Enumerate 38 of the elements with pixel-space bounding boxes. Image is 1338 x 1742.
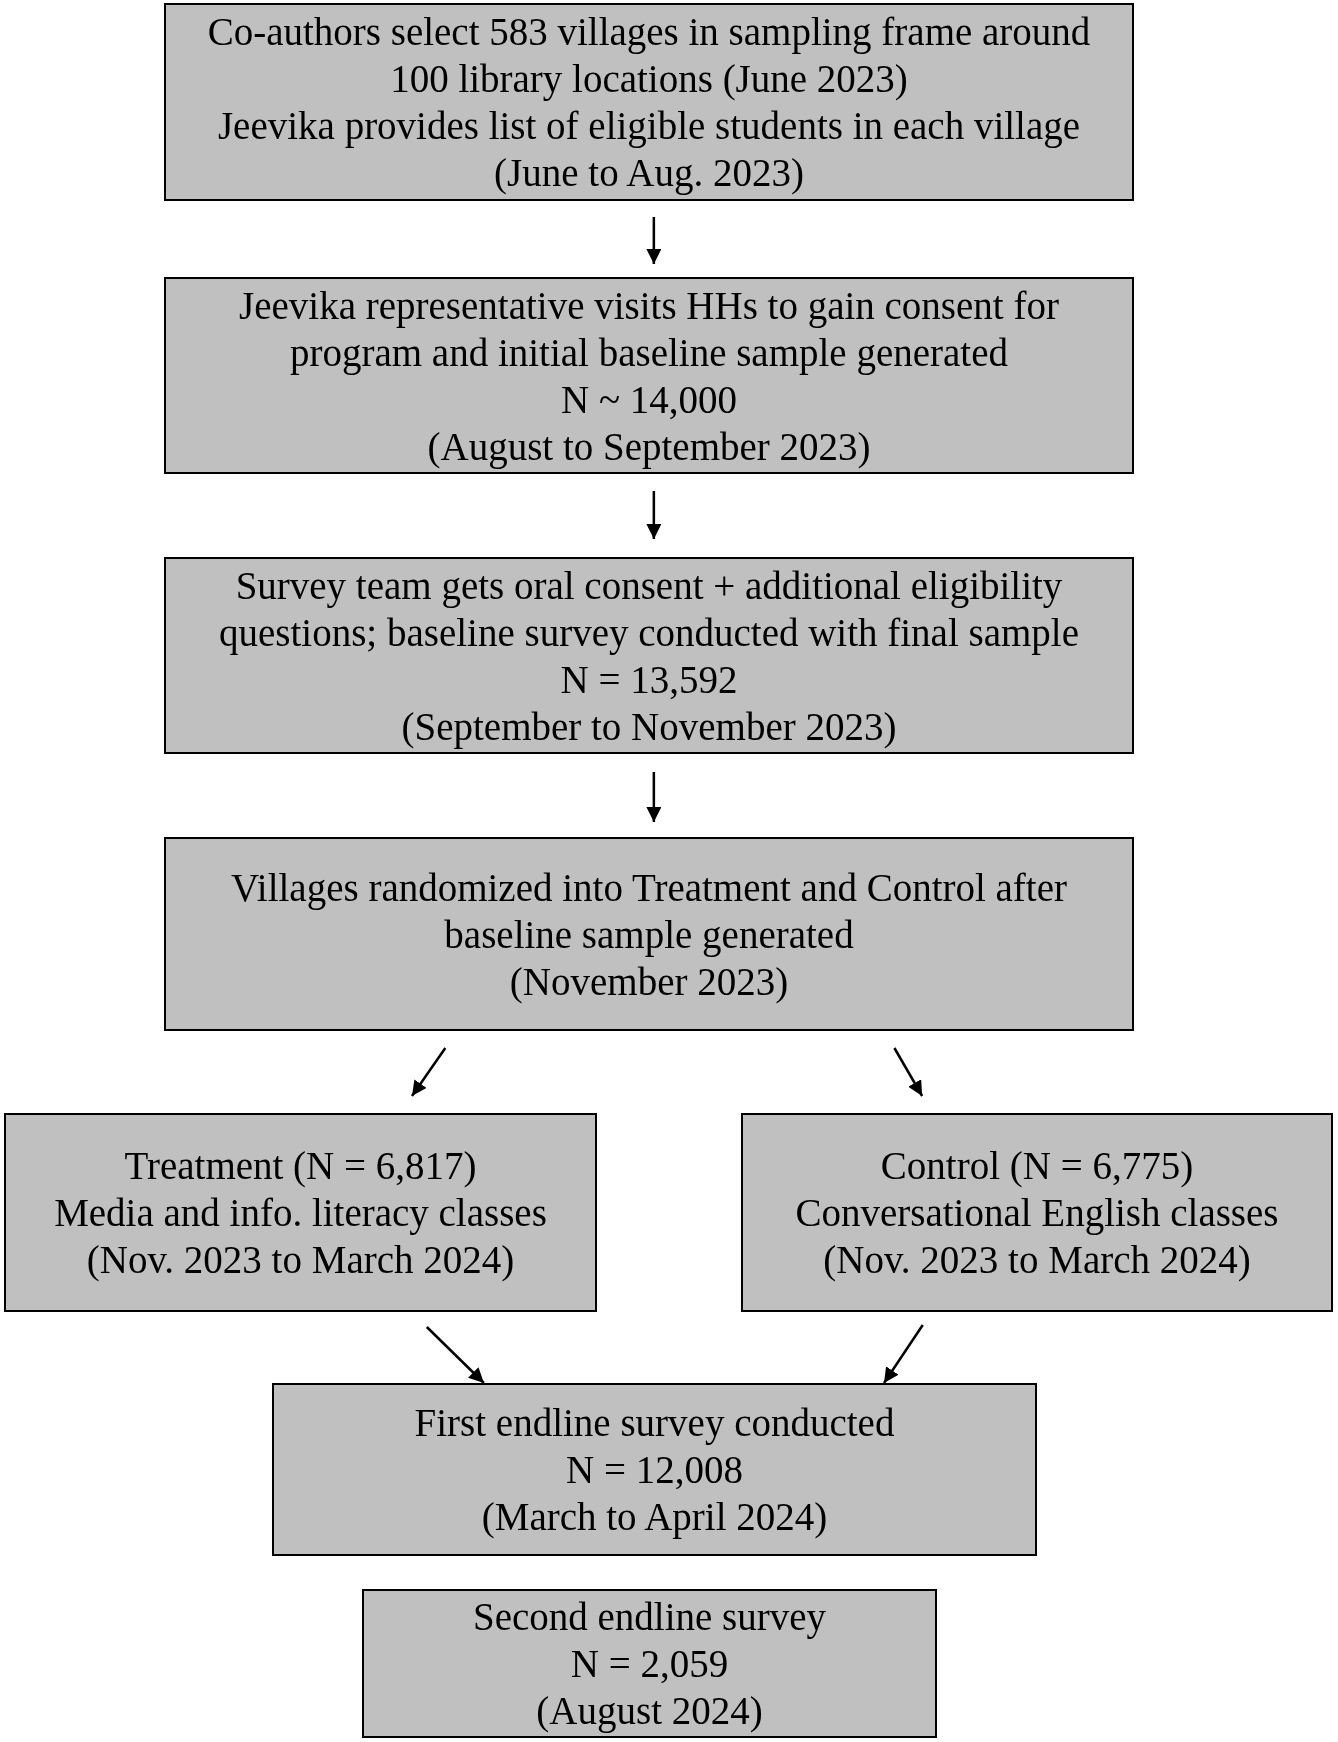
step-text: (September to November 2023) bbox=[401, 703, 897, 750]
arrow bbox=[425, 1326, 485, 1384]
step-text: (Nov. 2023 to March 2024) bbox=[823, 1237, 1251, 1283]
step-text: Co-authors select 583 villages in sampling frame around 100 library locations (June 2023) bbox=[206, 9, 1092, 102]
step-text: Survey team gets oral consent + additional eligibility questions; baseline survey conducted with final sample bbox=[218, 562, 1080, 656]
process-box bbox=[164, 837, 1134, 1031]
step-text: Control (N = 6,775) bbox=[880, 1143, 1194, 1189]
arrow bbox=[893, 1047, 924, 1097]
step-text: Jeevika representative visits HHs to gain consent for program and initial baseline sample generated bbox=[238, 282, 1060, 376]
process-box bbox=[362, 1589, 937, 1738]
step-text: Conversational English classes bbox=[795, 1190, 1279, 1236]
step-text: N = 13,592 bbox=[560, 656, 738, 703]
process-box bbox=[4, 1113, 597, 1312]
step-text: N = 12,008 bbox=[566, 1447, 743, 1493]
step-text: N = 2,059 bbox=[570, 1641, 729, 1687]
step-text: (August 2024) bbox=[536, 1688, 763, 1734]
step-text: (March to April 2024) bbox=[481, 1494, 828, 1540]
arrow bbox=[882, 1324, 924, 1384]
process-box bbox=[741, 1113, 1333, 1312]
step-text: (August to September 2023) bbox=[427, 423, 871, 470]
step-text: Villages randomized into Treatment and Control after baseline sample generated bbox=[230, 864, 1068, 958]
process-box bbox=[272, 1383, 1037, 1556]
process-box bbox=[164, 557, 1134, 754]
process-box bbox=[164, 3, 1134, 201]
arrow bbox=[646, 217, 662, 264]
step-text: Treatment (N = 6,817) bbox=[124, 1143, 477, 1189]
step-text: (June to Aug. 2023) bbox=[494, 150, 804, 196]
step-text: Media and info. literacy classes bbox=[54, 1190, 547, 1236]
step-text: (November 2023) bbox=[509, 958, 789, 1005]
step-text: First endline survey conducted bbox=[414, 1400, 895, 1446]
step-text: (Nov. 2023 to March 2024) bbox=[86, 1237, 515, 1283]
arrow bbox=[410, 1047, 447, 1097]
step-text: Jeevika provides list of eligible students in each village bbox=[217, 103, 1081, 149]
step-text: Second endline survey bbox=[472, 1594, 827, 1640]
arrow bbox=[646, 491, 662, 539]
arrow bbox=[646, 772, 662, 822]
process-box bbox=[164, 277, 1134, 474]
step-text: N ~ 14,000 bbox=[561, 376, 737, 423]
